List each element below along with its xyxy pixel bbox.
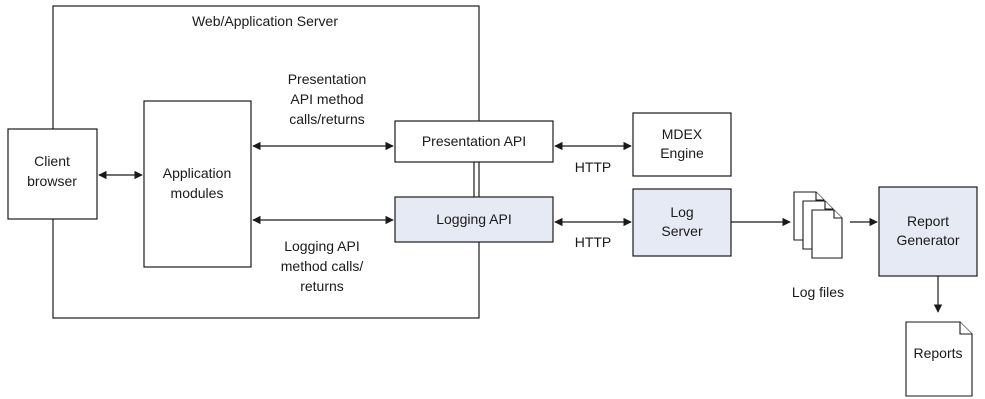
- reports-label: Reports: [913, 345, 962, 361]
- mdex-engine-box: MDEX Engine: [632, 112, 732, 177]
- log-files-label: Log files: [792, 284, 844, 300]
- app-modules-label-line1: Application: [163, 165, 232, 181]
- logging-calls-line3: returns: [300, 278, 344, 294]
- http-label-top: HTTP: [575, 159, 612, 175]
- logging-calls-line2: method calls/: [281, 258, 364, 274]
- presentation-api-label: Presentation API: [422, 133, 526, 149]
- app-modules-label-line2: modules: [171, 185, 224, 201]
- application-modules-box: Application modules: [143, 100, 252, 268]
- presentation-calls-line1: Presentation: [288, 71, 367, 87]
- logging-calls-line1: Logging API: [284, 238, 360, 254]
- presentation-calls-line2: API method: [290, 91, 363, 107]
- reports-document-icon: [905, 321, 973, 397]
- client-label-line1: Client: [34, 153, 70, 169]
- log-server-box: Log Server: [632, 188, 732, 257]
- mdex-label-line2: Engine: [660, 145, 704, 161]
- server-title: Web/Application Server: [192, 13, 338, 29]
- presentation-api-box: Presentation API: [394, 120, 554, 163]
- report-generator-label-line2: Generator: [896, 232, 959, 248]
- client-label-line2: browser: [27, 173, 77, 189]
- log-server-label-line2: Server: [661, 223, 703, 239]
- presentation-calls-line3: calls/returns: [289, 111, 364, 127]
- client-browser-box: Client browser: [7, 128, 98, 220]
- logging-api-box: Logging API: [394, 196, 554, 243]
- logging-api-label: Logging API: [436, 211, 512, 227]
- report-generator-box: Report Generator: [878, 186, 978, 277]
- report-generator-label-line1: Report: [907, 213, 949, 229]
- mdex-label-line1: MDEX: [662, 126, 703, 142]
- log-files-icon: [793, 191, 843, 259]
- http-label-bottom: HTTP: [575, 234, 612, 250]
- log-server-label-line1: Log: [670, 204, 693, 220]
